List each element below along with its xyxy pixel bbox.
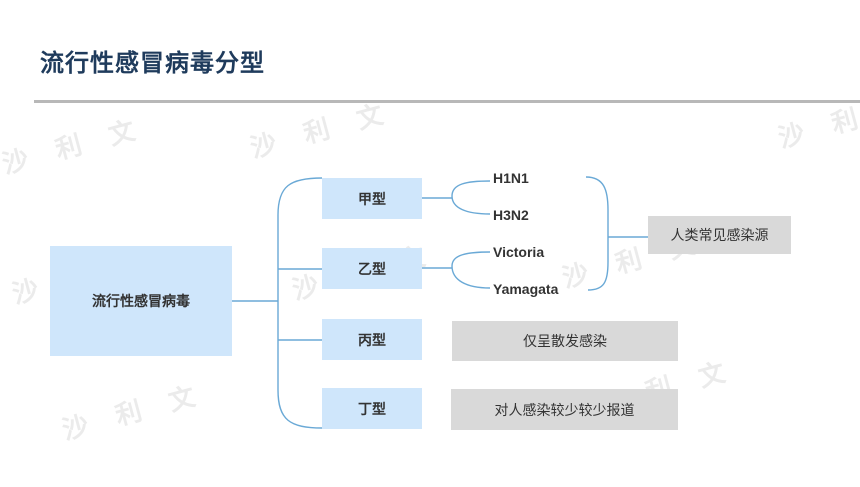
note-type-d: 对人感染较少较少报道: [451, 389, 678, 430]
note-type-c: 仅呈散发感染: [452, 321, 678, 361]
note-common-source: 人类常见感染源: [648, 216, 791, 254]
jia-brace: [451, 180, 491, 215]
yi-brace: [451, 251, 491, 289]
type-b-node: 乙型: [322, 248, 422, 289]
type-a-node: 甲型: [322, 178, 422, 219]
type-c-node: 丙型: [322, 319, 422, 360]
title-divider: [34, 100, 860, 103]
subtype-victoria: Victoria: [493, 244, 545, 260]
subtype-yamagata: Yamagata: [493, 281, 559, 297]
subtype-h3n2: H3N2: [493, 207, 529, 223]
page-title: 流行性感冒病毒分型: [40, 49, 265, 77]
type-d-node: 丁型: [322, 388, 422, 429]
common-brace: [585, 176, 609, 291]
subtype-h1n1: H1N1: [493, 170, 529, 186]
root-node: 流行性感冒病毒: [50, 246, 232, 356]
main-bracket: [277, 177, 323, 429]
